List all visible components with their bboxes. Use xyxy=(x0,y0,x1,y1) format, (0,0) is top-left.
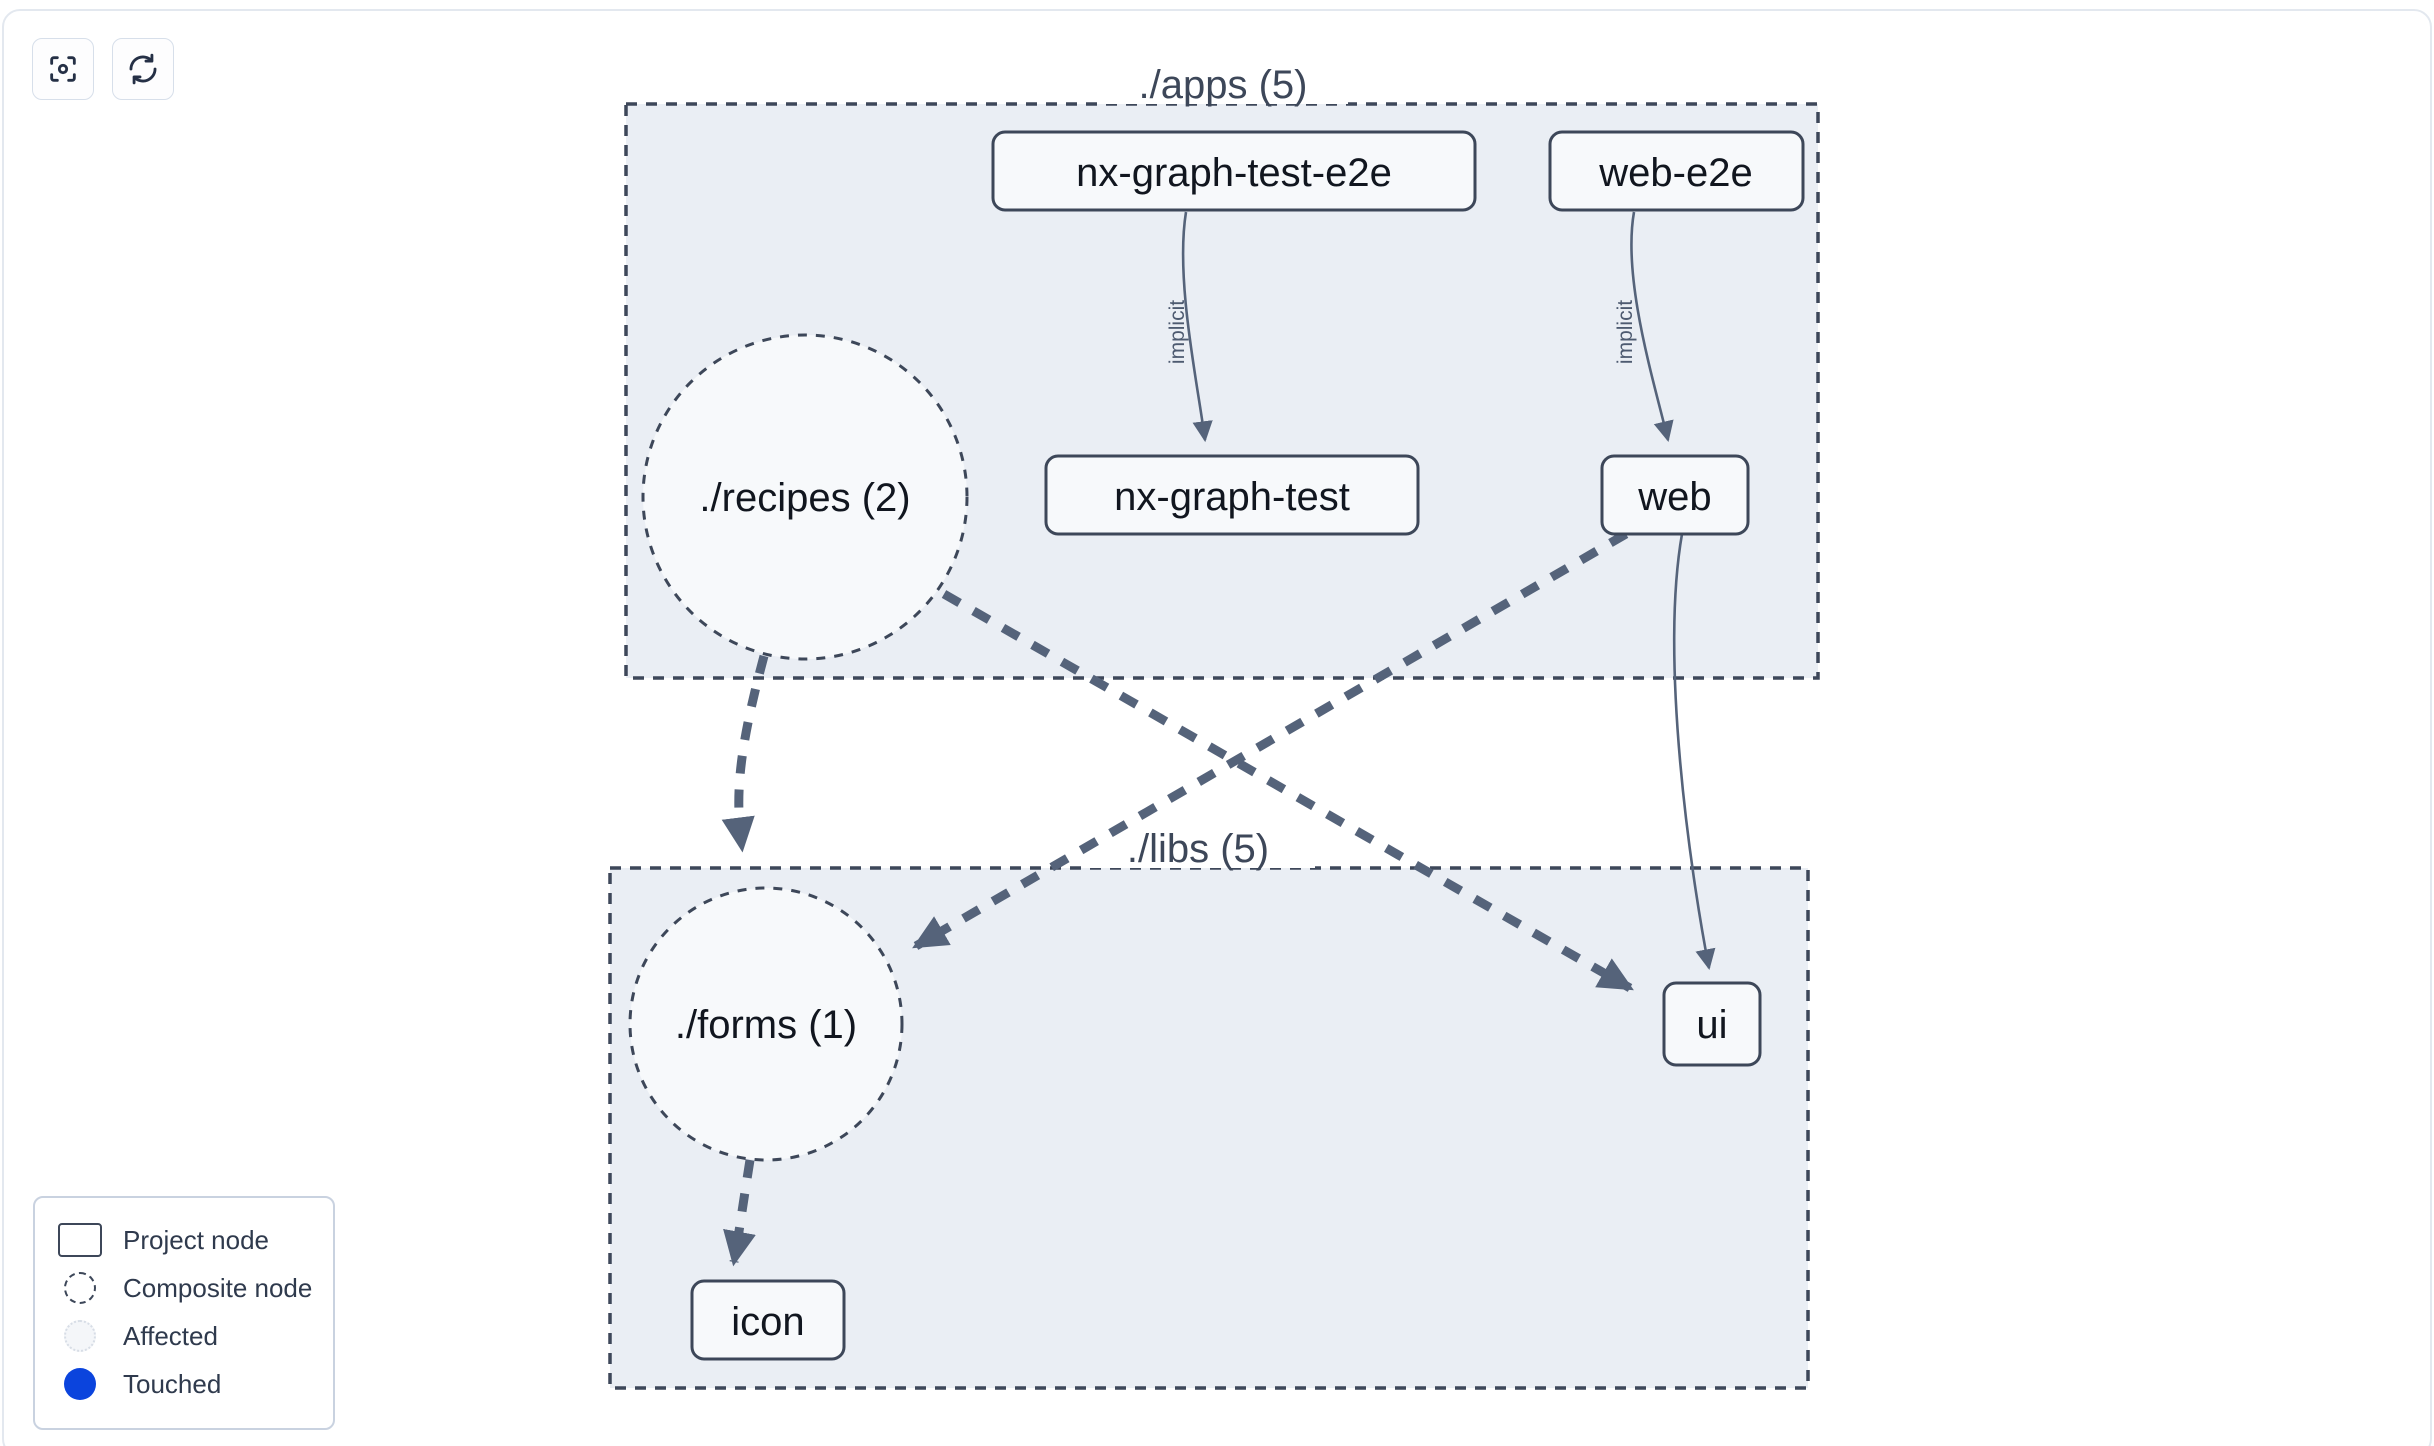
node-label: ./forms (1) xyxy=(675,1003,857,1047)
graph-toolbar xyxy=(32,38,174,100)
legend-label: Touched xyxy=(123,1368,222,1399)
node-label: ui xyxy=(1696,1003,1727,1047)
legend-item-composite-node: Composite node xyxy=(57,1264,313,1312)
legend-item-project-node: Project node xyxy=(57,1216,311,1264)
group-label-apps: ./apps (5) xyxy=(1139,63,1308,107)
legend-label: Composite node xyxy=(123,1272,313,1303)
node-label: web-e2e xyxy=(1598,151,1752,195)
project-node-swatch-icon xyxy=(57,1222,103,1258)
group-label-libs: ./libs (5) xyxy=(1127,827,1269,871)
focus-graph-button[interactable] xyxy=(32,38,94,100)
node-label: icon xyxy=(731,1300,804,1344)
composite-node-swatch-icon xyxy=(57,1270,103,1306)
graph-canvas-panel[interactable] xyxy=(2,9,2432,1446)
refresh-graph-button[interactable] xyxy=(112,38,174,100)
node-label: ./recipes (2) xyxy=(699,476,910,520)
legend-label: Affected xyxy=(123,1320,218,1351)
legend-item-touched: Touched xyxy=(57,1360,311,1408)
refresh-icon xyxy=(126,52,160,86)
node-label: nx-graph-test xyxy=(1114,475,1350,519)
node-label: web xyxy=(1637,475,1711,519)
graph-legend: Project node Composite node Affected Tou… xyxy=(33,1196,335,1430)
affected-swatch-icon xyxy=(57,1318,103,1354)
focus-target-icon xyxy=(46,52,80,86)
legend-item-affected: Affected xyxy=(57,1312,311,1360)
node-label: nx-graph-test-e2e xyxy=(1076,151,1392,195)
legend-label: Project node xyxy=(123,1224,269,1255)
edge-label-implicit-2: implicit xyxy=(1614,300,1637,364)
edge-label-implicit-1: implicit xyxy=(1166,300,1189,364)
touched-swatch-icon xyxy=(57,1366,103,1402)
